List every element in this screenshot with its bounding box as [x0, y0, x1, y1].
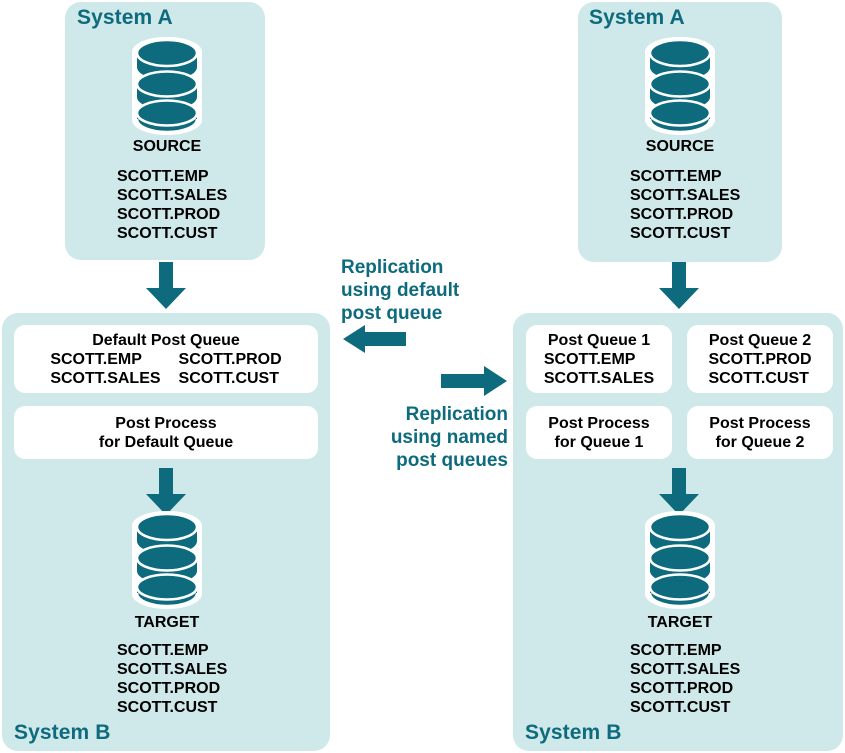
right-target-table-list: SCOTT.EMP SCOTT.SALES SCOTT.PROD SCOTT.C… — [630, 641, 740, 717]
queue-box-column-2: SCOTT.PROD SCOTT.CUST — [179, 350, 282, 388]
left-default-post-queue-box: Default Post Queue SCOTT.EMP SCOTT.SALES… — [14, 325, 318, 393]
queue-box-title: Post Queue 1 — [547, 331, 651, 349]
left-process-to-db-arrow — [145, 468, 187, 516]
right-source-to-target-arrow — [658, 262, 700, 310]
right-post-process-1-box: Post Process for Queue 1 — [526, 406, 672, 459]
table-item: SCOTT.PROD — [178, 350, 282, 368]
right-source-database-icon — [637, 36, 723, 136]
process-box-line-1: Post Process — [709, 414, 811, 432]
right-process-to-db-arrow — [658, 468, 700, 516]
table-item: SCOTT.EMP — [117, 168, 209, 185]
queue-box-table-list: SCOTT.PROD SCOTT.CUST — [708, 350, 811, 388]
left-target-table-list: SCOTT.EMP SCOTT.SALES SCOTT.PROD SCOTT.C… — [117, 641, 227, 717]
table-item: SCOTT.EMP — [543, 350, 636, 368]
label-line-1: Replication — [405, 404, 508, 425]
table-item: SCOTT.PROD — [117, 206, 221, 223]
left-source-to-target-arrow — [145, 262, 187, 310]
table-item: SCOTT.SALES — [117, 661, 228, 678]
right-post-queue-2-box: Post Queue 2 SCOTT.PROD SCOTT.CUST — [687, 325, 833, 393]
table-item: SCOTT.EMP — [630, 642, 722, 659]
label-line-3: post queue — [341, 303, 443, 324]
replication-named-label: Replication using named post queues — [343, 403, 508, 472]
replication-named-arrow-right — [440, 365, 508, 397]
queue-box-column-1: SCOTT.EMP SCOTT.SALES — [50, 350, 160, 388]
process-box-line-2: for Queue 1 — [554, 433, 644, 451]
table-item: SCOTT.CUST — [117, 225, 218, 242]
table-item: SCOTT.CUST — [178, 369, 279, 387]
queue-box-title: Post Queue 2 — [708, 331, 812, 349]
table-item: SCOTT.SALES — [630, 661, 741, 678]
right-post-process-2-box: Post Process for Queue 2 — [687, 406, 833, 459]
left-source-database-icon — [124, 36, 210, 136]
process-box-line-1: Post Process — [115, 414, 217, 432]
left-target-database-icon — [124, 510, 210, 610]
right-target-database-icon — [637, 510, 723, 610]
queue-box-title: Default Post Queue — [92, 331, 240, 349]
label-line-1: Replication — [341, 257, 444, 278]
process-box-line-2: for Default Queue — [98, 433, 234, 451]
table-item: SCOTT.EMP — [117, 642, 209, 659]
replication-default-arrow-left — [343, 324, 407, 354]
right-source-panel-title: System A — [589, 6, 685, 29]
right-source-table-list: SCOTT.EMP SCOTT.SALES SCOTT.PROD SCOTT.C… — [630, 167, 740, 243]
process-box-line-1: Post Process — [548, 414, 650, 432]
left-target-panel-title: System B — [14, 721, 111, 744]
right-source-db-label: SOURCE — [645, 138, 715, 155]
table-item: SCOTT.SALES — [117, 187, 228, 204]
table-item: SCOTT.CUST — [708, 369, 809, 387]
right-target-panel-title: System B — [525, 721, 622, 744]
table-item: SCOTT.SALES — [543, 369, 655, 387]
left-target-db-label: TARGET — [134, 614, 200, 631]
left-source-db-label: SOURCE — [132, 138, 202, 155]
label-line-2: using default — [341, 280, 460, 301]
table-item: SCOTT.SALES — [50, 369, 161, 387]
table-item: SCOTT.CUST — [630, 225, 731, 242]
right-target-db-label: TARGET — [647, 614, 713, 631]
left-default-post-process-box: Post Process for Default Queue — [14, 406, 318, 459]
process-box-line-2: for Queue 2 — [715, 433, 805, 451]
right-post-queue-1-box: Post Queue 1 SCOTT.EMP SCOTT.SALES — [526, 325, 672, 393]
queue-box-table-list: SCOTT.EMP SCOTT.SALES — [544, 350, 654, 388]
table-item: SCOTT.EMP — [630, 168, 722, 185]
table-item: SCOTT.PROD — [630, 680, 734, 697]
table-item: SCOTT.CUST — [630, 699, 731, 716]
left-source-table-list: SCOTT.EMP SCOTT.SALES SCOTT.PROD SCOTT.C… — [117, 167, 227, 243]
left-source-panel-title: System A — [77, 6, 173, 29]
table-item: SCOTT.PROD — [630, 206, 734, 223]
queue-box-columns: SCOTT.EMP SCOTT.SALES SCOTT.PROD SCOTT.C… — [50, 350, 281, 388]
table-item: SCOTT.SALES — [630, 187, 741, 204]
replication-default-label: Replication using default post queue — [341, 256, 459, 325]
table-item: SCOTT.PROD — [708, 350, 812, 368]
table-item: SCOTT.PROD — [117, 680, 221, 697]
label-line-2: using named — [390, 427, 508, 448]
label-line-3: post queues — [396, 450, 508, 471]
table-item: SCOTT.CUST — [117, 699, 218, 716]
table-item: SCOTT.EMP — [50, 350, 142, 368]
